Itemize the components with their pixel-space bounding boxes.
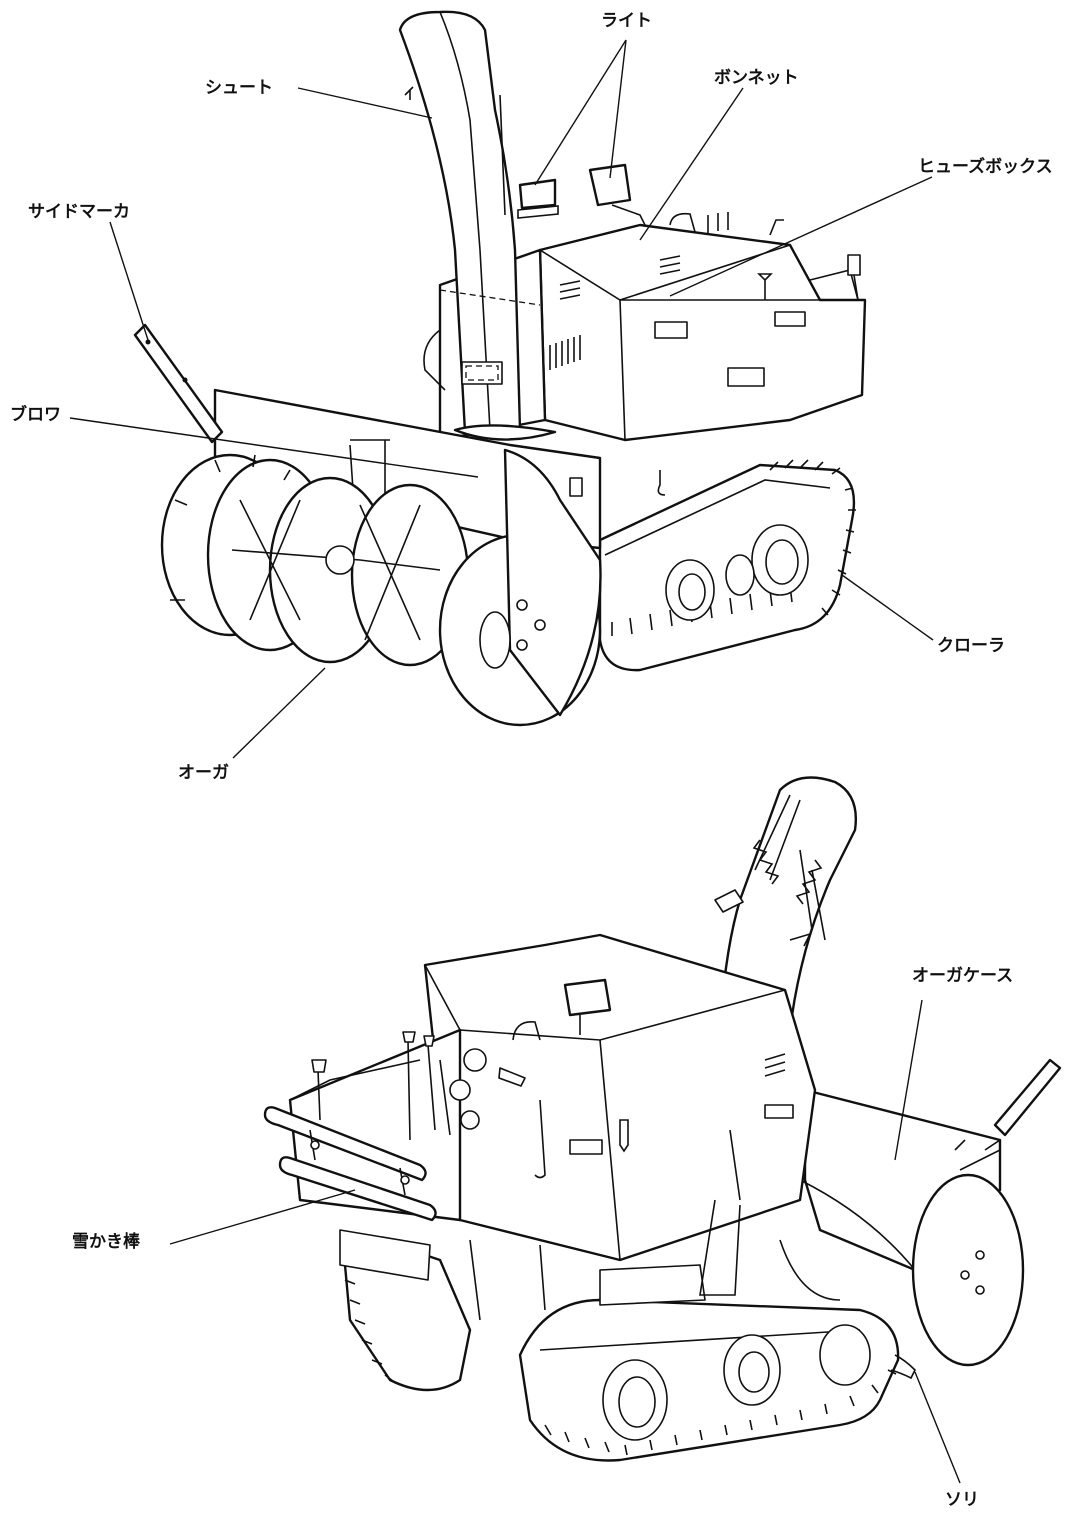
leader-auger-case (894, 999, 923, 1161)
leader-lines (69, 39, 961, 1484)
side-plate-front (438, 448, 602, 727)
leader-auger (232, 667, 326, 759)
leader-fuse-box (669, 176, 933, 297)
label-fuse-box: ヒューズボックス (918, 157, 1053, 177)
label-snow-scraper: 雪かき棒 (72, 1232, 140, 1252)
lights-front (517, 163, 646, 226)
label-auger-case: オーガケース (912, 966, 1014, 986)
auger-front (160, 453, 470, 667)
front-view-machine (133, 10, 867, 727)
label-auger: オーガ (178, 763, 229, 783)
label-sled: ソリ (945, 1490, 979, 1510)
leader-blower (69, 417, 479, 478)
side-marker-front (133, 323, 224, 444)
label-light: ライト (601, 11, 652, 31)
leader-bonnet (639, 87, 744, 241)
snow-scraper-bar (263, 1106, 437, 1222)
label-chute: シュート (205, 78, 273, 98)
leader-crawler (841, 574, 934, 641)
leader-chute (297, 87, 433, 119)
label-side-marker: サイドマーカ (28, 202, 130, 222)
rear-view-machine (263, 776, 1062, 1462)
leader-snow-scraper (169, 1189, 356, 1245)
label-bonnet: ボンネット (714, 68, 799, 88)
label-blower: ブロワ (10, 405, 61, 425)
label-crawler: クローラ (937, 636, 1005, 656)
crawler-tracks-rear (343, 1238, 900, 1462)
sled-rear (890, 1354, 916, 1380)
auger-case-rear (779, 1058, 1062, 1367)
leader-light-1 (534, 39, 627, 186)
leader-side-marker (109, 221, 149, 341)
leader-sled (914, 1371, 961, 1484)
crawler-track-front (598, 459, 856, 672)
hook-front (657, 470, 666, 496)
engine-housing-rear (288, 933, 817, 1262)
chute-rear (714, 776, 857, 1032)
leader-light-2 (609, 39, 627, 179)
undercarriage-rear (339, 1199, 841, 1321)
